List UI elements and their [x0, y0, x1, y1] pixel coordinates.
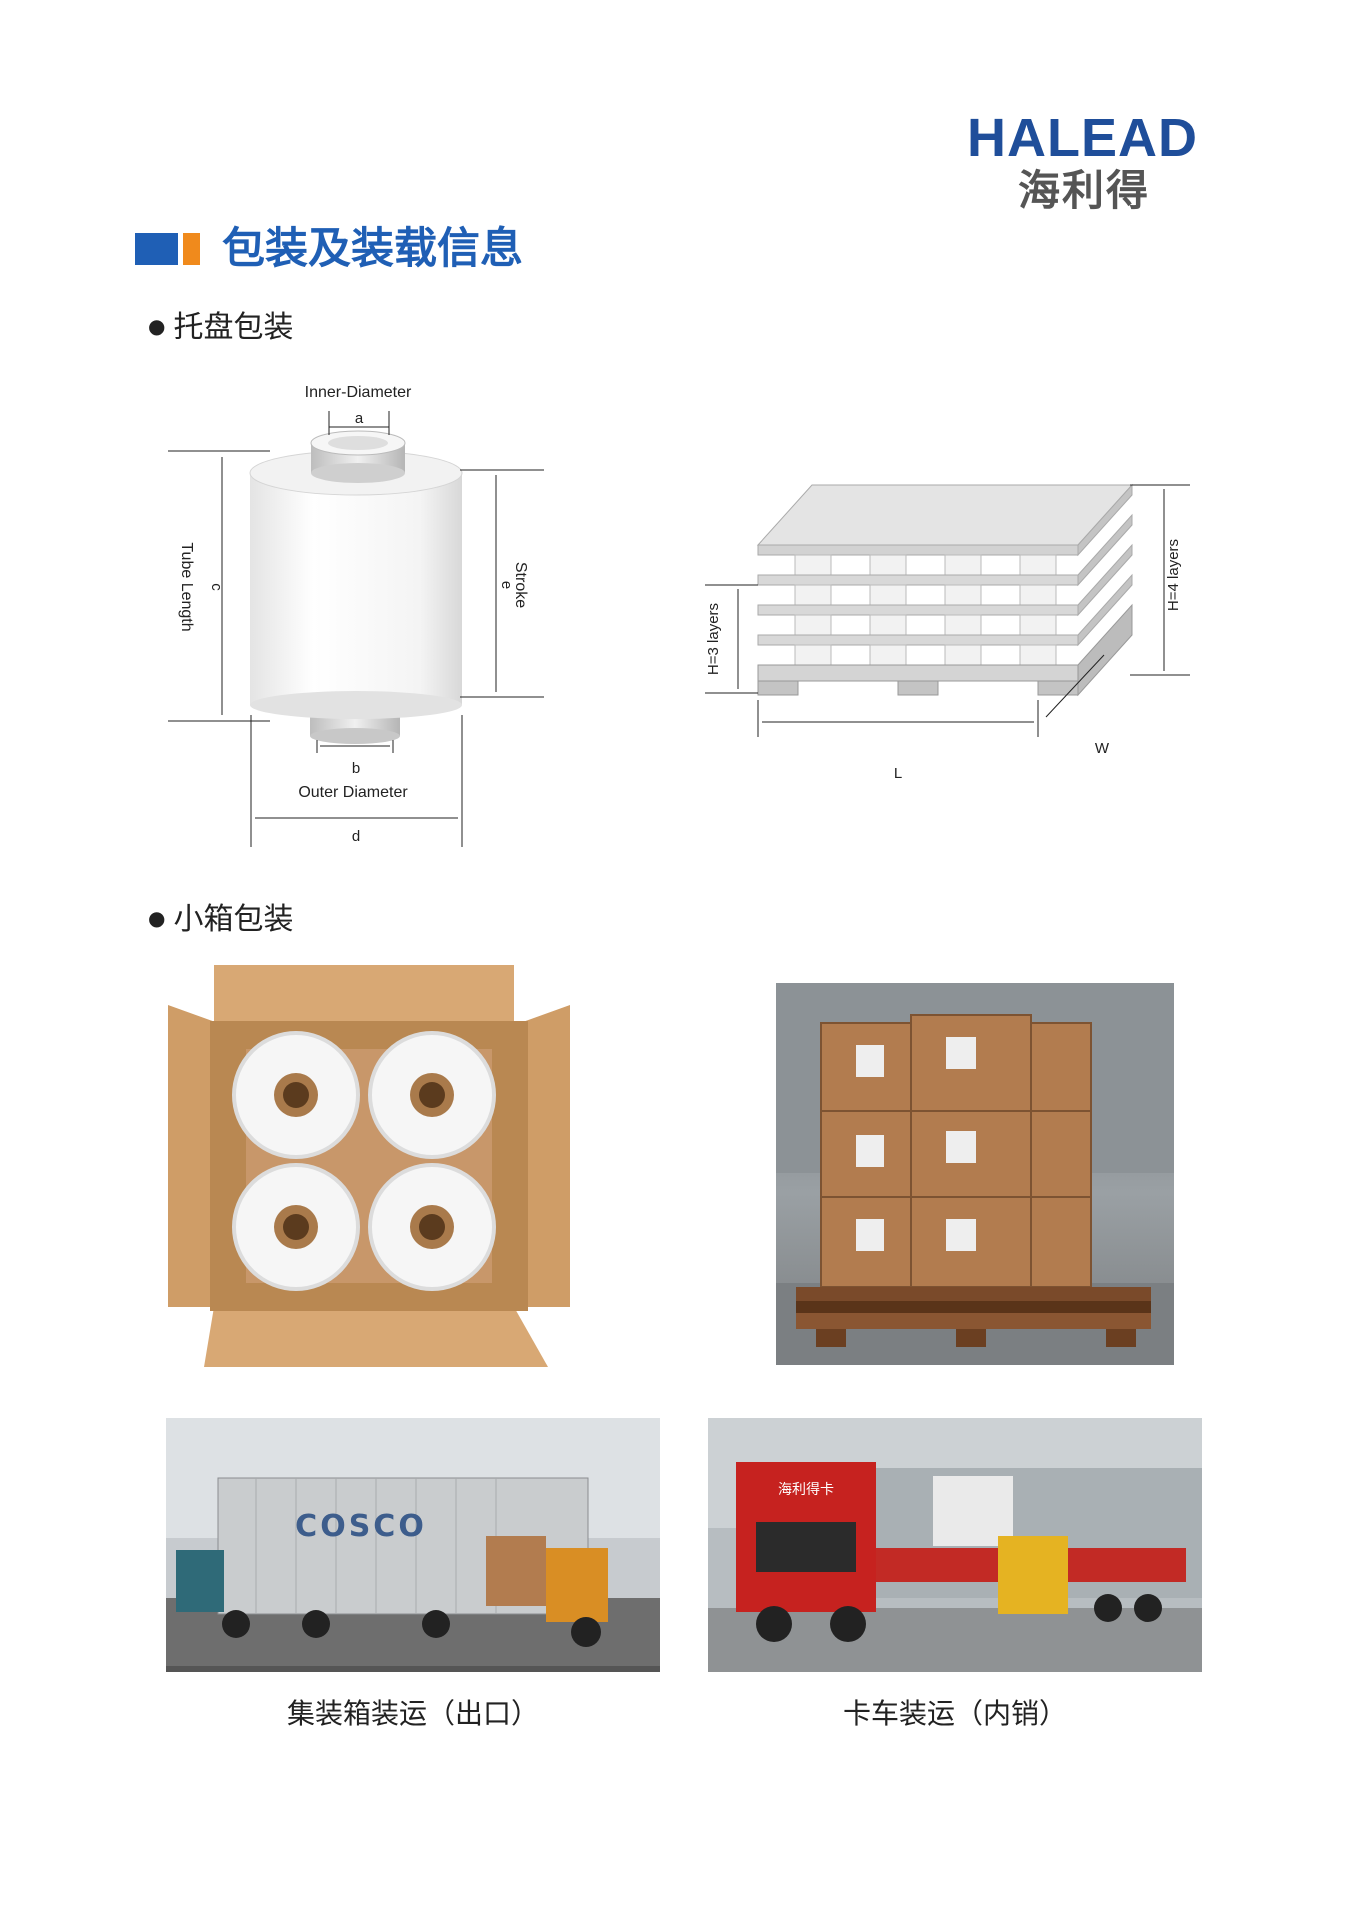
label-e: e [498, 581, 515, 589]
section-title: 包装及装载信息 [222, 224, 523, 274]
label-outer-diameter: Outer Diameter [298, 784, 408, 801]
logo-halead: HALEAD [967, 108, 1198, 168]
roll-dimension-diagram: Inner-Diameter a Tube Length c Stroke e … [168, 384, 544, 847]
truck-sign-text: 海利得卡 [778, 1481, 834, 1498]
label-d: d [352, 828, 360, 845]
caption-container-shipping: 集装箱装运（出口） [286, 1697, 539, 1730]
logo-chinese: 海利得 [1018, 166, 1151, 215]
label-stroke: Stroke [512, 562, 529, 608]
roll-top-right [368, 1031, 496, 1159]
pallet-dimension-diagram: H=3 layers H=4 layers L W [705, 483, 1190, 782]
label-c: c [208, 583, 225, 591]
label-tube-length: Tube Length [178, 542, 195, 631]
container-loading-photo: COSCO [166, 1418, 660, 1672]
roll-bottom-left [232, 1163, 360, 1291]
label-a: a [355, 410, 364, 427]
label-h3-layers: H=3 layers [705, 603, 722, 675]
label-L: L [894, 765, 902, 782]
label-W: W [1095, 740, 1110, 757]
roll-bottom-right [368, 1163, 496, 1291]
title-marker-orange [183, 233, 200, 265]
container-cosco-text: COSCO [295, 1509, 427, 1544]
truck-loading-photo: 海利得卡 [708, 1418, 1202, 1672]
label-inner-diameter: Inner-Diameter [305, 384, 412, 401]
label-h4-layers: H=4 layers [1165, 539, 1182, 611]
pallet-packaging-label: 托盘包装 [148, 306, 293, 348]
label-b: b [352, 760, 360, 777]
title-marker-blue [135, 233, 178, 265]
open-box-illustration [168, 965, 570, 1367]
box-packaging-label: 小箱包装 [148, 898, 293, 940]
roll-top-left [232, 1031, 360, 1159]
palletized-boxes-photo [776, 983, 1174, 1365]
caption-truck-shipping: 卡车装运（内销） [842, 1697, 1067, 1730]
